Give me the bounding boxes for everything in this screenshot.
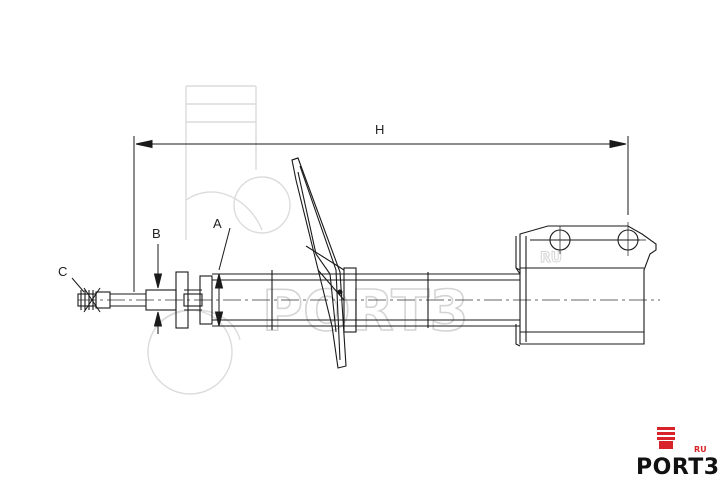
dimension-c-leader [71,277,85,293]
dimension-c-label: C [58,264,67,279]
dimension-a-arrow-top [214,273,224,289]
rod-nut [175,271,189,329]
threaded-tip [77,287,111,313]
logo-superscript: RU [694,445,707,454]
mounting-bracket [515,222,657,347]
dimension-a-arrow-bottom [214,311,224,327]
dimension-a-label: A [213,216,222,231]
dimension-a-leader [218,227,231,271]
watermark-text: PORT3 [262,279,468,344]
logo-text: PORT3 [636,455,720,480]
spring-seat [291,157,347,369]
watermark: PORT3 RU [147,85,563,395]
body-tube [212,267,520,333]
dimension-b-arrow-bottom [153,311,163,327]
piston-rod-assembly [77,271,213,329]
port3-logo: PORT3 RU [636,427,720,480]
watermark-piston-icon [147,85,291,395]
dimension-a [214,227,231,327]
dimension-h-label: H [375,122,384,137]
dimension-b-label: B [152,226,161,241]
dimension-h-arrow-right [609,139,627,149]
piston-icon [657,427,675,449]
dimension-b [153,244,163,334]
watermark-superscript: RU [540,250,562,266]
dimension-b-arrow-top [153,273,163,289]
rod-ring [199,275,213,325]
dimension-c [71,277,85,293]
dimension-h-arrow-left [135,139,153,149]
dimension-h [133,136,629,292]
